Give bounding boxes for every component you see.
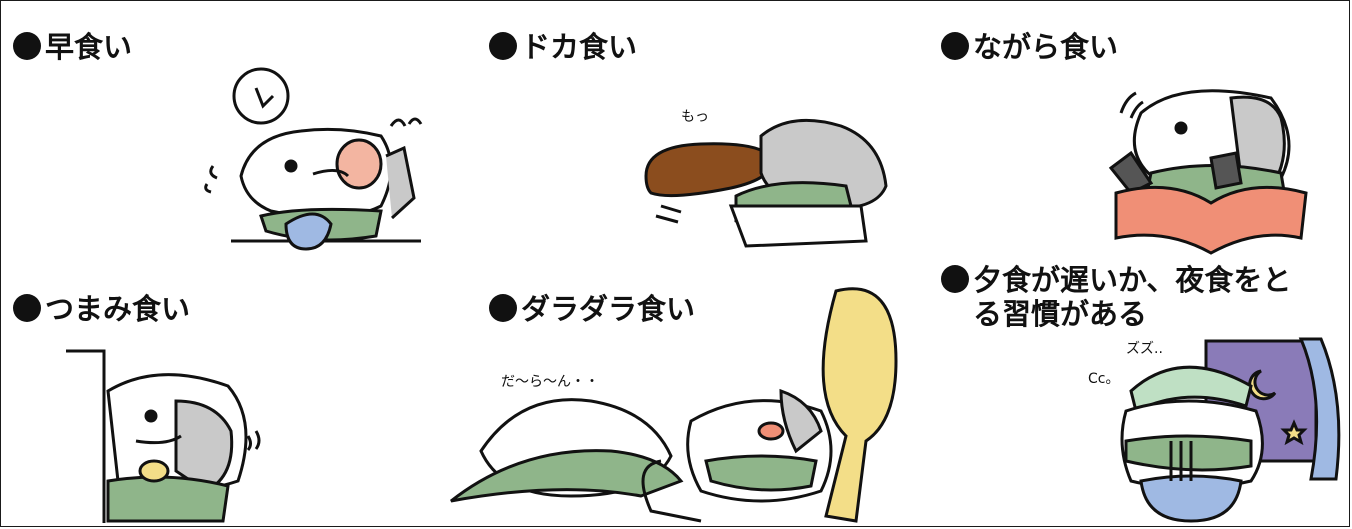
noodle-bowl-icon bbox=[1139, 474, 1243, 523]
binge-eating-character-illustration: もっ bbox=[644, 109, 888, 248]
clock-icon bbox=[232, 67, 290, 125]
star-icon bbox=[1280, 419, 1308, 446]
panel-title: ダラダラ食い bbox=[489, 291, 695, 327]
eating-while-reading-character-illustration bbox=[1108, 89, 1308, 255]
continuous-eating-character-illustration: だ〜ら〜ん・・ bbox=[450, 287, 898, 523]
panel-title: 早食い bbox=[13, 29, 132, 65]
rice-scoop-icon bbox=[821, 287, 898, 523]
sfx-text: だ〜ら〜ん・・ bbox=[501, 374, 599, 390]
curtain-icon bbox=[1298, 337, 1341, 481]
panel-title: ながら食い bbox=[941, 29, 1118, 65]
moon-icon bbox=[1248, 369, 1277, 401]
panel-title: ドカ食い bbox=[489, 29, 637, 65]
panel-title: 夕食が遅いか、夜食をとる習慣がある bbox=[941, 263, 1352, 331]
sfx-text: Cc。 bbox=[1088, 371, 1119, 387]
sfx-text: もっ bbox=[681, 109, 709, 125]
late-night-eating-character-illustration: ズズ.. Cc。 bbox=[1088, 337, 1341, 523]
bullet-icon bbox=[489, 32, 517, 60]
fast-eating-character-illustration bbox=[204, 67, 423, 251]
bullet-icon bbox=[489, 294, 517, 322]
bullet-icon bbox=[941, 265, 969, 293]
bullet-icon bbox=[13, 294, 41, 322]
bullet-icon bbox=[13, 32, 41, 60]
book-icon bbox=[1114, 185, 1308, 255]
sfx-text: ズズ.. bbox=[1126, 341, 1163, 357]
bullet-icon bbox=[941, 32, 969, 60]
snacking-character-illustration bbox=[66, 349, 261, 523]
panel-title: つまみ食い bbox=[13, 291, 190, 327]
